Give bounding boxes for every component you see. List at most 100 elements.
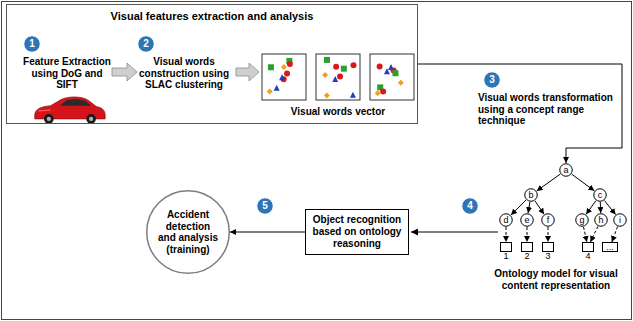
step-badge: 5 <box>256 197 274 215</box>
concept-letter: g <box>579 216 584 225</box>
dashed-connector <box>590 226 598 242</box>
visual-word-dot <box>388 64 394 70</box>
visual-word-dot <box>274 85 280 91</box>
process-label: Object recognition based on ontology rea… <box>310 214 404 250</box>
concept-letter: h <box>598 216 603 225</box>
connector <box>511 200 526 215</box>
concept-letter: e <box>524 216 529 225</box>
step-badge: 3 <box>483 71 501 89</box>
connector <box>600 202 601 213</box>
section-title: Visual features extraction and analysis <box>111 10 314 22</box>
ontology-concept: g <box>575 213 589 227</box>
step-label: Visual words construction using SLAC clu… <box>134 56 234 91</box>
flow-arrow <box>411 231 498 232</box>
section-box: Visual features extraction and analysis 1… <box>6 4 418 124</box>
connector <box>604 200 615 214</box>
visual-word-dot <box>350 62 356 68</box>
circle-shape <box>576 214 589 227</box>
car-wheel <box>44 114 54 124</box>
visual-words-vector <box>262 54 414 100</box>
ontology-concept: h <box>594 213 608 227</box>
callout-number: 5 <box>262 201 268 211</box>
ontology-concept: d <box>499 213 513 227</box>
concept-letter: b <box>528 191 533 200</box>
circle-shape <box>138 36 155 53</box>
concept-letter: i <box>619 216 621 225</box>
car-illustration <box>35 97 105 124</box>
visual-word-dot <box>393 70 399 76</box>
step-badge: 2 <box>137 35 155 53</box>
leaf-number: 3 <box>545 252 550 261</box>
leaf-number: 2 <box>524 252 529 261</box>
visual-word-dot <box>375 90 381 96</box>
ellipsis: ... <box>606 243 614 252</box>
connector <box>572 174 595 191</box>
connector <box>528 202 530 213</box>
callout-number: 2 <box>143 39 149 49</box>
circle-shape <box>147 191 230 274</box>
circle-shape <box>614 214 627 227</box>
visual-word-leaf: ... <box>602 242 618 252</box>
circle-shape <box>594 189 607 202</box>
visual-word-leaf: 3 <box>542 242 554 252</box>
visual-word-dot <box>279 74 285 80</box>
visual-word-dot <box>267 88 273 94</box>
vector-caption: Visual words vector <box>262 106 414 118</box>
ontology-concept: i <box>613 213 627 227</box>
block-arrow <box>236 63 259 81</box>
process-box: Object recognition based on ontology rea… <box>305 209 409 255</box>
visual-word-dot <box>287 61 293 67</box>
step-label: Visual words transformation using a conc… <box>478 92 614 127</box>
car-hub <box>89 117 93 121</box>
visual-word-dot <box>268 64 274 70</box>
circle-shape <box>24 36 41 53</box>
visual-word-dot <box>284 71 290 77</box>
visual-word-dot <box>324 92 330 98</box>
visual-word-box <box>262 54 306 100</box>
ontology-concept: f <box>541 213 555 227</box>
ontology-concept: b <box>524 188 538 202</box>
ontology-concept: c <box>593 188 607 202</box>
circle-shape <box>560 164 573 177</box>
result-label: Accident detection and analysis (trainin… <box>157 209 219 255</box>
visual-word-dot <box>324 57 330 63</box>
dashed-connector <box>612 227 618 242</box>
visual-word-leaf: 4 <box>582 242 594 252</box>
connector <box>586 201 596 215</box>
circle-shape <box>595 214 608 227</box>
visual-word-dot <box>341 66 347 72</box>
callout-number: 3 <box>489 75 495 85</box>
circle-shape <box>542 214 555 227</box>
circle-shape <box>525 189 538 202</box>
connector <box>537 174 561 191</box>
step-label: Feature Extraction using DoG and SIFT <box>22 56 112 91</box>
dashed-connector <box>584 227 587 242</box>
dashed-connector <box>506 227 507 242</box>
visual-word-box <box>316 54 360 100</box>
visual-word-leaf: 1 <box>500 242 512 252</box>
step-badge: 4 <box>461 197 479 215</box>
visual-word-box <box>370 54 414 100</box>
block-arrow <box>112 63 137 81</box>
car-window <box>59 99 91 106</box>
visual-word-dot <box>337 74 343 80</box>
circle-shape <box>484 72 501 89</box>
dashed-connector <box>527 227 528 242</box>
circle-shape <box>257 198 274 215</box>
circle-shape <box>500 214 513 227</box>
result-circle: Accident detection and analysis (trainin… <box>146 190 230 274</box>
step-badge: 1 <box>23 35 41 53</box>
visual-word-dot <box>332 76 338 82</box>
ontology-concept: e <box>520 213 534 227</box>
visual-word-dot <box>281 64 287 70</box>
car-wheel <box>86 114 96 124</box>
circle-shape <box>521 214 534 227</box>
circle-shape <box>462 198 479 215</box>
visual-word-dot <box>398 80 404 86</box>
visual-word-dot <box>377 64 383 70</box>
car-highlight <box>38 110 50 112</box>
connectors <box>230 64 622 242</box>
leaf-number: 4 <box>585 252 590 261</box>
